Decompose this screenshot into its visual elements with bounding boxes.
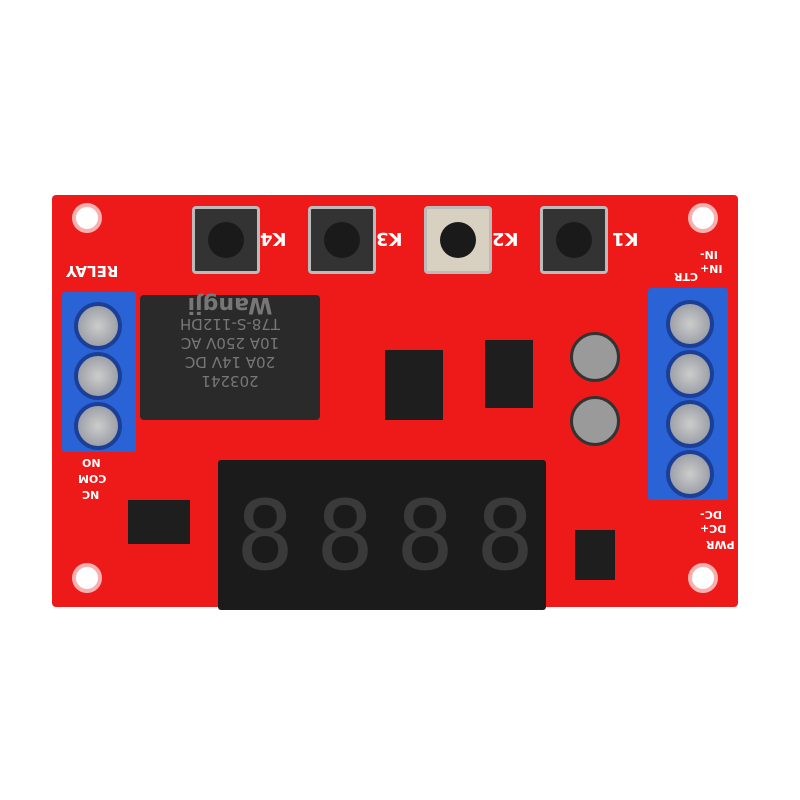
relay: 203241 20A 14V DC 10A 250V AC T78-S-112D…	[140, 292, 320, 420]
seven-segment-display: 8 8 8 8	[218, 460, 546, 610]
display-digit: 8	[476, 480, 534, 592]
screw[interactable]	[666, 400, 714, 448]
screw[interactable]	[666, 450, 714, 498]
mounting-hole	[72, 203, 102, 233]
button-k2[interactable]	[424, 206, 492, 274]
power-label: DC-	[700, 508, 723, 521]
capacitor	[570, 332, 620, 382]
terminal-label: NC	[82, 488, 100, 501]
button-k3[interactable]	[308, 206, 376, 274]
input-label: IN-	[700, 248, 718, 261]
terminal-label: COM	[78, 472, 107, 485]
button-k1[interactable]	[540, 206, 608, 274]
screw[interactable]	[666, 350, 714, 398]
mounting-hole	[688, 203, 718, 233]
display-digit: 8	[236, 480, 294, 592]
input-label: CTR	[674, 270, 699, 283]
terminal-label: NO	[82, 456, 101, 469]
power-label: DC+	[700, 522, 727, 535]
button-label: K4	[260, 228, 287, 249]
screw[interactable]	[74, 302, 122, 350]
button-label: K2	[492, 228, 519, 249]
relay-rating-dc: 20A 14V DC	[184, 353, 276, 371]
button-label: K1	[612, 228, 639, 249]
input-label: IN+	[700, 262, 723, 275]
relay-label: RELAY	[66, 262, 119, 280]
screw[interactable]	[74, 352, 122, 400]
capacitor	[570, 396, 620, 446]
relay-code: 203241	[201, 372, 259, 390]
microcontroller-chip	[385, 350, 443, 420]
display-digit: 8	[316, 480, 374, 592]
relay-terminal-block	[62, 292, 136, 452]
screw[interactable]	[74, 402, 122, 450]
mounting-hole	[72, 563, 102, 593]
screw[interactable]	[666, 300, 714, 348]
button-k4[interactable]	[192, 206, 260, 274]
power-label: PWR	[706, 538, 735, 551]
button-label: K3	[376, 228, 403, 249]
regulator-chip	[575, 530, 615, 580]
relay-brand: Wangji	[187, 292, 273, 317]
relay-rating-ac: 10A 250V AC	[180, 334, 280, 352]
input-terminal-block	[648, 288, 728, 500]
optocoupler-chip	[485, 340, 533, 408]
display-digit: 8	[396, 480, 454, 592]
transistor-chip	[128, 500, 190, 544]
mounting-hole	[688, 563, 718, 593]
